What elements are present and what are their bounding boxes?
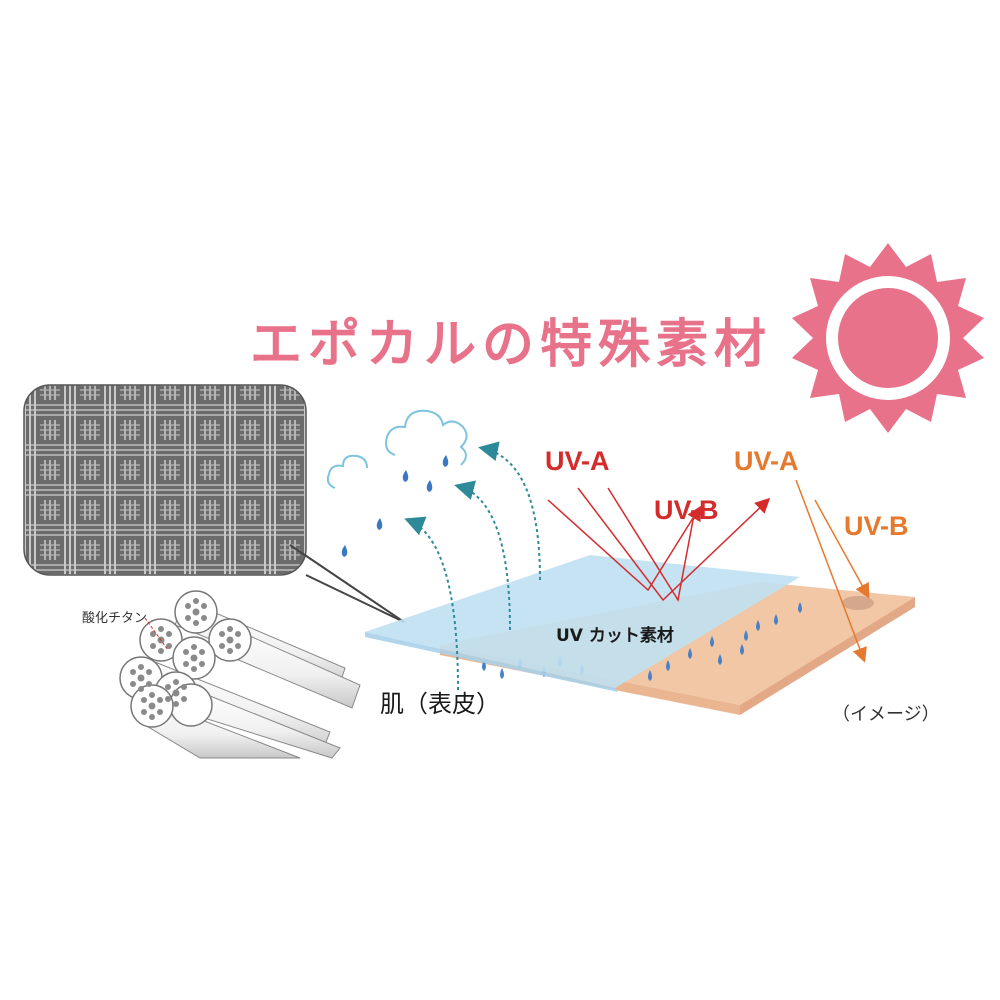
page-title: エポカルの特殊素材 bbox=[250, 315, 772, 375]
uv-cut-material-label: UV カット素材 bbox=[556, 625, 674, 646]
fabric-microscope-photo bbox=[23, 384, 307, 576]
zoom-line-top bbox=[289, 544, 405, 623]
uv-a-label-orange: UV-A bbox=[734, 446, 799, 476]
titanium-pointer bbox=[144, 617, 169, 651]
uv-cut-sheet bbox=[365, 555, 800, 688]
uv-red-arrows bbox=[547, 487, 771, 603]
zoom-line-bottom bbox=[305, 574, 405, 623]
titanium-oxide-label: 酸化チタン bbox=[82, 611, 147, 626]
water-drop-icon bbox=[341, 455, 449, 557]
skin-label: 肌（表皮） bbox=[380, 690, 500, 718]
uv-b-label-orange: UV-B bbox=[844, 511, 909, 541]
sun-icon bbox=[792, 243, 984, 433]
fiber-bundle-icon bbox=[119, 590, 361, 759]
uv-orange-arrows bbox=[795, 479, 870, 663]
uv-b-label-red: UV-B bbox=[654, 495, 719, 525]
moisture-arrows bbox=[404, 441, 541, 691]
image-note-label: （イメージ） bbox=[832, 704, 940, 725]
uv-a-label-red: UV-A bbox=[545, 446, 610, 476]
cloud-icon bbox=[326, 409, 468, 489]
